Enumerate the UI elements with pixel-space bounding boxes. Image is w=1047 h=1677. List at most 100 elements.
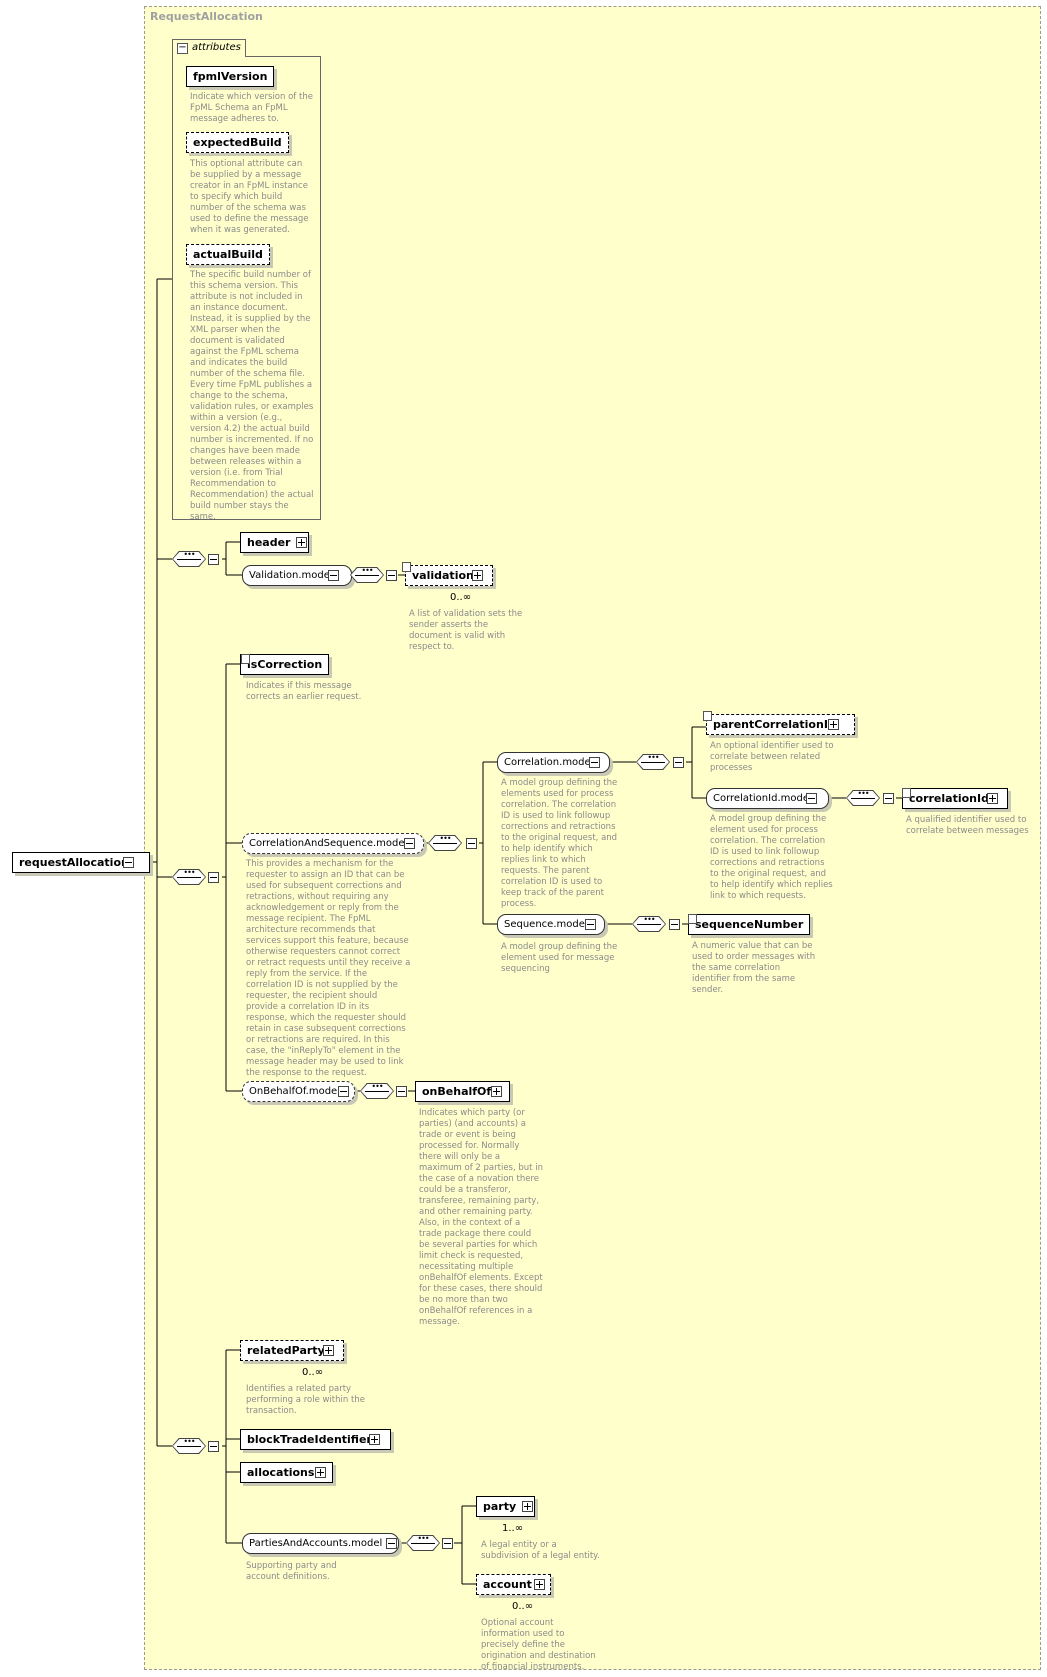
element-label: sequenceNumber (695, 918, 804, 931)
collapse-icon[interactable] (386, 570, 397, 581)
expand-icon[interactable] (987, 793, 998, 804)
collapse-icon[interactable] (208, 872, 219, 883)
sequence-compositor (172, 869, 206, 885)
expand-icon[interactable] (522, 1501, 533, 1512)
group-correlation-and-sequence-model[interactable]: CorrelationAndSequence.model (242, 833, 425, 854)
collapse-icon[interactable] (328, 570, 339, 581)
expand-icon[interactable] (323, 1345, 334, 1356)
collapse-icon[interactable] (673, 757, 684, 768)
element-label: validation (412, 569, 474, 582)
attribute-fpmlVersion[interactable]: fpmlVersion (186, 66, 275, 87)
element-description: A list of validation sets the sender ass… (409, 609, 523, 652)
collapse-icon[interactable] (589, 757, 600, 768)
group-description: A model group defining the elements used… (501, 778, 618, 909)
frame-title: RequestAllocation (150, 10, 263, 23)
element-validation[interactable]: validation (405, 565, 493, 586)
element-blockTradeIdentifier[interactable]: blockTradeIdentifier (240, 1429, 391, 1450)
collapse-icon[interactable] (396, 1086, 407, 1097)
expand-icon[interactable] (296, 537, 307, 548)
element-allocations[interactable]: allocations (240, 1462, 334, 1483)
collapse-icon[interactable] (669, 919, 680, 930)
group-description: A model group defining the element used … (710, 814, 833, 901)
element-label: onBehalfOf (422, 1085, 492, 1098)
group-sequence-model[interactable]: Sequence.model (497, 914, 605, 935)
element-sequenceNumber[interactable]: sequenceNumber (688, 914, 811, 935)
element-description: Indicates which party (or parties) (and … (419, 1108, 543, 1327)
element-isCorrection[interactable]: isCorrection (240, 654, 330, 675)
root-element[interactable]: requestAllocation (12, 852, 150, 873)
element-correlationId[interactable]: correlationId (902, 788, 1008, 809)
cardinality: 1..∞ (502, 1523, 524, 1534)
expand-icon[interactable] (369, 1434, 380, 1445)
attribute-expectedBuild[interactable]: expectedBuild (186, 132, 289, 153)
group-parties-and-accounts-model[interactable]: PartiesAndAccounts.model (242, 1533, 400, 1554)
expand-icon[interactable] (472, 570, 483, 581)
element-label: account (483, 1578, 532, 1591)
group-correlationId-model[interactable]: CorrelationId.model (706, 788, 829, 809)
group-onBehalfOf-model[interactable]: OnBehalfOf.model (242, 1081, 355, 1102)
collapse-icon[interactable] (208, 1441, 219, 1452)
sequence-compositor (632, 916, 666, 932)
collapse-icon: − (177, 42, 188, 54)
sequence-compositor (406, 1535, 440, 1551)
group-description: Supporting party and account definitions… (246, 1561, 337, 1582)
group-label: OnBehalfOf.model (249, 1086, 340, 1097)
element-header[interactable]: header (240, 532, 310, 553)
attribute-actualBuild[interactable]: actualBuild (186, 244, 270, 265)
collapse-icon[interactable] (466, 838, 477, 849)
element-relatedParty[interactable]: relatedParty (240, 1340, 344, 1361)
element-parentCorrelationId[interactable]: parentCorrelationId (706, 714, 855, 735)
collapse-icon[interactable] (585, 919, 596, 930)
element-label: parentCorrelationId (713, 718, 836, 731)
collapse-icon[interactable] (208, 554, 219, 565)
collapse-icon[interactable] (806, 793, 817, 804)
document-icon (241, 654, 250, 664)
document-icon (688, 914, 697, 924)
expand-icon[interactable] (315, 1467, 326, 1478)
attribute-label: actualBuild (193, 248, 263, 261)
attribute-description: The specific build number of this schema… (190, 270, 314, 522)
cardinality: 0..∞ (302, 1367, 324, 1378)
element-onBehalfOf[interactable]: onBehalfOf (415, 1081, 511, 1102)
group-validation-model[interactable]: Validation.model (242, 565, 352, 586)
collapse-icon[interactable] (338, 1086, 349, 1097)
group-label: CorrelationId.model (713, 793, 812, 804)
sequence-compositor (636, 754, 670, 770)
root-label: requestAllocation (19, 856, 129, 869)
element-party[interactable]: party (476, 1496, 536, 1517)
group-correlation-model[interactable]: Correlation.model (497, 752, 611, 773)
cardinality: 0..∞ (450, 592, 472, 603)
document-icon (703, 711, 712, 721)
collapse-icon[interactable] (123, 857, 134, 868)
element-label: party (483, 1500, 517, 1513)
group-label: CorrelationAndSequence.model (249, 838, 408, 849)
element-label: isCorrection (247, 658, 323, 671)
group-label: Validation.model (249, 570, 333, 581)
group-label: Sequence.model (504, 919, 588, 930)
element-description: An optional identifier used to correlate… (710, 741, 834, 773)
element-label: correlationId (909, 792, 989, 805)
group-label: PartiesAndAccounts.model (249, 1538, 383, 1549)
element-label: blockTradeIdentifier (247, 1433, 372, 1446)
collapse-icon[interactable] (404, 838, 415, 849)
element-description: Optional account information used to pre… (481, 1618, 596, 1672)
attribute-label: fpmlVersion (193, 70, 268, 83)
element-description: Identifies a related party performing a … (246, 1384, 365, 1416)
sequence-compositor (350, 567, 384, 583)
element-description: A qualified identifier used to correlate… (906, 815, 1029, 836)
element-account[interactable]: account (476, 1574, 551, 1595)
collapse-icon[interactable] (442, 1538, 453, 1549)
sequence-compositor (172, 551, 206, 567)
group-label: Correlation.model (504, 757, 594, 768)
sequence-compositor (846, 790, 880, 806)
group-description: This provides a mechanism for the reques… (246, 859, 411, 1078)
expand-icon[interactable] (491, 1086, 502, 1097)
element-label: relatedParty (247, 1344, 325, 1357)
attributes-tab-label: attributes (192, 42, 241, 53)
expand-icon[interactable] (828, 719, 839, 730)
attributes-tab[interactable]: −attributes (172, 39, 246, 57)
expand-icon[interactable] (534, 1579, 545, 1590)
collapse-icon[interactable] (386, 1538, 397, 1549)
collapse-icon[interactable] (883, 793, 894, 804)
